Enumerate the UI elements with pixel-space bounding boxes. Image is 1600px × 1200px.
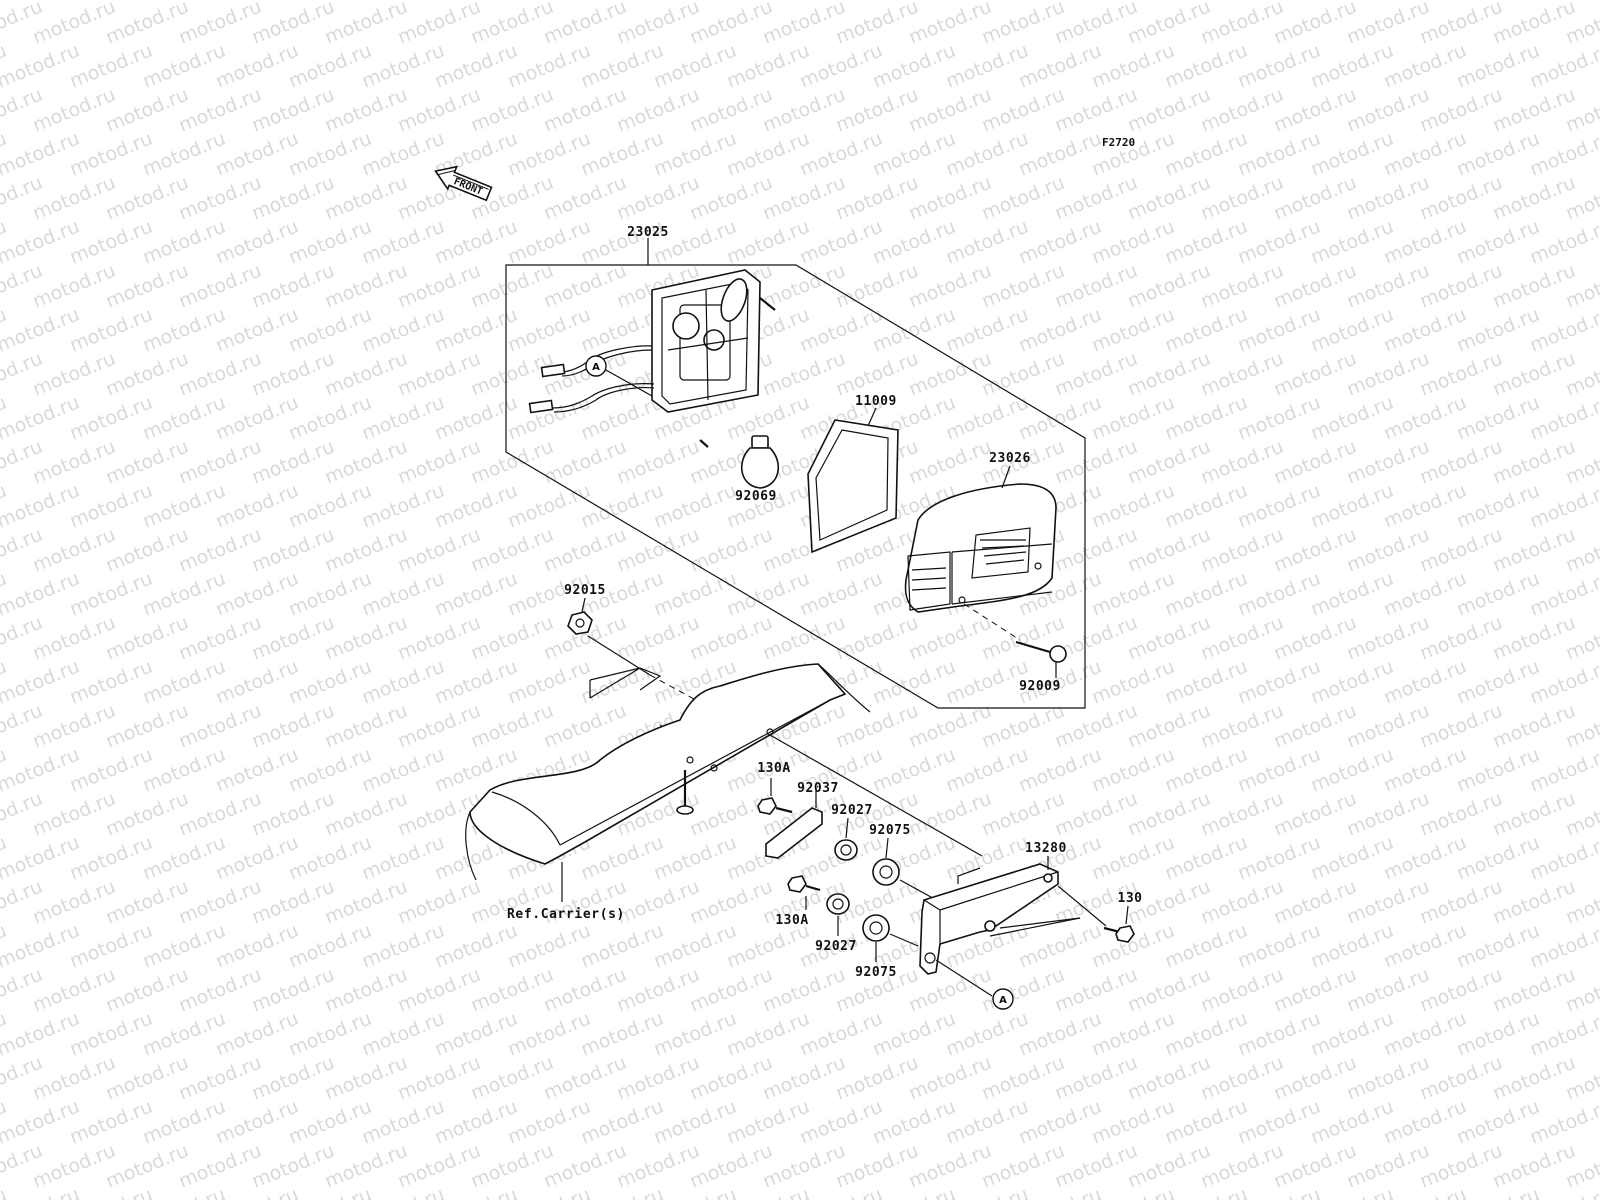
watermark-text: motod.ru <box>0 304 83 357</box>
part-number-92015: 92015 <box>564 583 606 598</box>
bolt-130 <box>1103 925 1135 943</box>
watermark-text: motod.ru <box>0 40 83 93</box>
svg-text:A: A <box>999 995 1007 1006</box>
bulb <box>741 435 779 489</box>
figure-code: F2720 <box>1102 136 1135 149</box>
nut <box>567 611 593 635</box>
watermark-text: motod.ru <box>0 1096 83 1149</box>
bracket-92037 <box>765 807 823 859</box>
part-number-13280: 13280 <box>1025 841 1067 856</box>
watermark-text: motod.ru <box>0 0 83 5</box>
gasket <box>807 419 899 554</box>
carrier-reference <box>465 663 871 881</box>
part-number-92075-bottom: 92075 <box>855 965 897 980</box>
watermark-text: motod.ru <box>0 832 83 885</box>
part-number-92027-bottom: 92027 <box>815 939 857 954</box>
callout-marker-a-bottom: A <box>992 988 1014 1010</box>
watermark-text: motod.ru <box>0 480 83 533</box>
grommet-92075-bottom <box>862 914 890 942</box>
collar-92027-bottom <box>826 893 850 915</box>
part-number-92037: 92037 <box>797 781 839 796</box>
callout-marker-a-top: A <box>585 355 607 377</box>
part-number-11009: 11009 <box>855 394 897 409</box>
part-number-130a-top: 130A <box>757 761 790 776</box>
grommet-92075-top <box>872 858 900 886</box>
watermark-text: motod.ru <box>0 128 83 181</box>
lamp-housing <box>651 269 776 448</box>
watermark-text: motod.ru <box>0 216 83 269</box>
watermark-text: motod.ru <box>0 568 83 621</box>
watermark-text: motod.ru <box>0 656 83 709</box>
collar-92027-top <box>834 839 858 861</box>
part-number-23026: 23026 <box>989 451 1031 466</box>
bolt-130a-top <box>757 797 793 815</box>
assembly-outline <box>505 264 1086 709</box>
part-number-92075-top: 92075 <box>869 823 911 838</box>
watermark-text: motod.ru <box>0 392 83 445</box>
svg-text:A: A <box>592 362 600 373</box>
part-number-92009: 92009 <box>1019 679 1061 694</box>
part-number-23025: 23025 <box>627 225 669 240</box>
bolt-130a-bottom <box>787 875 821 893</box>
watermark-text: motod.ru <box>0 744 83 797</box>
part-number-130a-bottom: 130A <box>775 913 808 928</box>
watermark-text: motod.ru <box>0 920 83 973</box>
part-number-130: 130 <box>1118 891 1143 906</box>
part-number-92069: 92069 <box>735 489 777 504</box>
part-number-92027-top: 92027 <box>831 803 873 818</box>
bracket-13280 <box>919 863 1059 975</box>
reference-carrier-label: Ref.Carrier(s) <box>507 907 625 922</box>
lamp-cover <box>904 483 1057 613</box>
screw <box>1015 640 1067 663</box>
watermark-text: motod.ru <box>0 1184 10 1200</box>
watermark-text: motod.ru <box>0 1008 83 1061</box>
